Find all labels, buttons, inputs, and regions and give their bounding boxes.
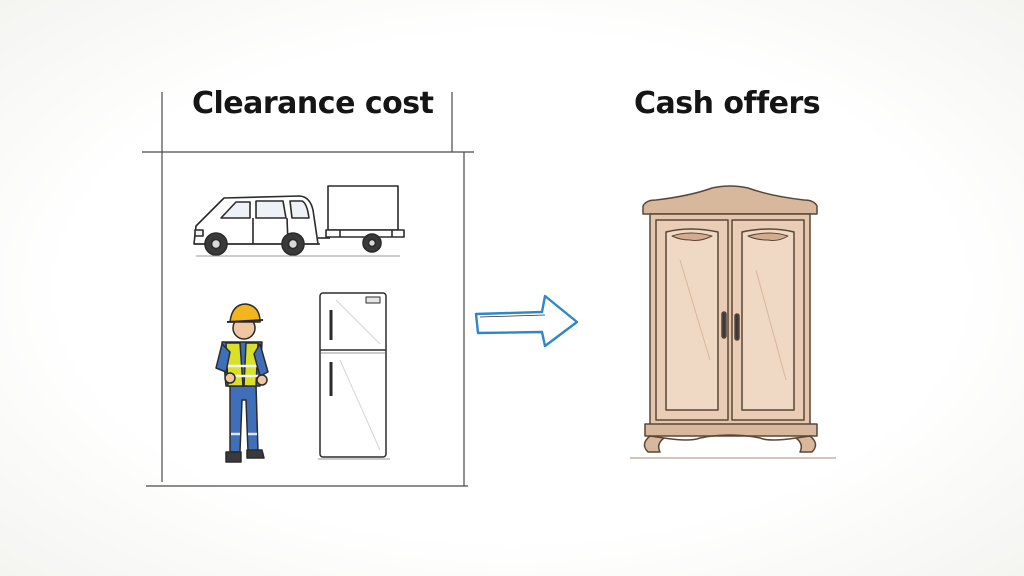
cash-offers-heading: Cash offers (634, 86, 821, 121)
van-trailer-icon (193, 185, 405, 257)
clearance-cost-heading: Clearance cost (192, 86, 434, 121)
arrow-right-icon (474, 294, 579, 348)
wardrobe-icon (630, 185, 836, 459)
refrigerator-icon (318, 292, 390, 460)
left-panel-frame (142, 92, 474, 487)
worker-icon (215, 303, 269, 463)
